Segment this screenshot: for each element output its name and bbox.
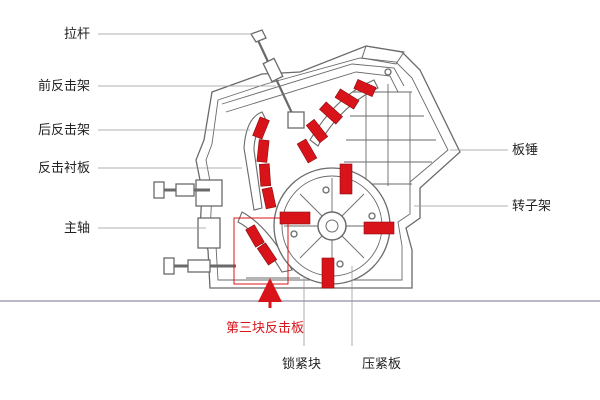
rear-impact-liner: [256, 139, 270, 163]
rotor-bolt: [336, 260, 344, 268]
blow-bar-left: [279, 211, 311, 225]
label-pull-rod: 拉杆: [64, 27, 90, 42]
rotor-bolt: [290, 230, 298, 238]
blow-bar-top: [339, 163, 353, 195]
blow-bar-right: [363, 221, 395, 235]
third-impact-liner: [245, 224, 265, 248]
left-rod-nut: [153, 181, 165, 199]
label-group: 拉杆 前反击架 后反击架 反击衬板 主轴 板锤 转子架 锁紧块 压紧板 第三块反…: [38, 27, 551, 372]
blow-bar-bottom: [321, 257, 335, 289]
housing-band-lower: [225, 71, 399, 113]
left-bracket: [195, 179, 223, 207]
pull-rod: [255, 35, 299, 127]
rear-impact-liner: [261, 186, 277, 210]
label-third-impact-plate: 第三块反击板: [226, 321, 304, 336]
rotor-bolt: [368, 212, 376, 220]
front-impact-liner: [296, 138, 318, 164]
feed-bolt: [384, 68, 392, 76]
front-impact-liner: [353, 78, 377, 98]
rotor-spokes: [284, 178, 380, 274]
feed-chute: [361, 45, 405, 65]
rotor-bolt: [322, 186, 330, 194]
red-liners: [245, 78, 395, 289]
label-locking-block: 锁紧块: [282, 356, 321, 372]
rear-impact-liner: [252, 116, 270, 140]
crusher-body: [153, 29, 461, 289]
main-shaft-center: [325, 219, 339, 233]
front-impact-liner: [305, 118, 329, 144]
label-pressing-plate: 压紧板: [362, 357, 401, 372]
label-rear-impact-frame: 后反击架: [38, 123, 90, 138]
pull-rod-cap: [250, 29, 267, 43]
right-wall-grid: [344, 84, 436, 186]
pull-rod-clamp: [287, 111, 305, 129]
leader-lines: [98, 33, 508, 346]
bottom-rod-nut: [163, 257, 175, 275]
pull-rod-spring: [262, 57, 284, 83]
housing-band-upper: [221, 63, 405, 105]
label-impact-liner: 反击衬板: [38, 161, 90, 176]
left-lower-block: [197, 217, 221, 249]
rear-impact-liner: [258, 163, 272, 187]
third-impact-liner: [256, 242, 278, 266]
label-main-shaft: 主轴: [64, 221, 90, 236]
front-impact-liner: [319, 101, 343, 125]
left-rod-spring: [175, 183, 195, 197]
front-impact-liner: [334, 88, 360, 110]
label-front-impact-frame: 前反击架: [38, 78, 90, 94]
label-rotor-frame: 转子架: [512, 199, 551, 214]
bottom-rod-spring: [187, 259, 211, 273]
label-blow-bar: 板锤: [512, 143, 538, 158]
